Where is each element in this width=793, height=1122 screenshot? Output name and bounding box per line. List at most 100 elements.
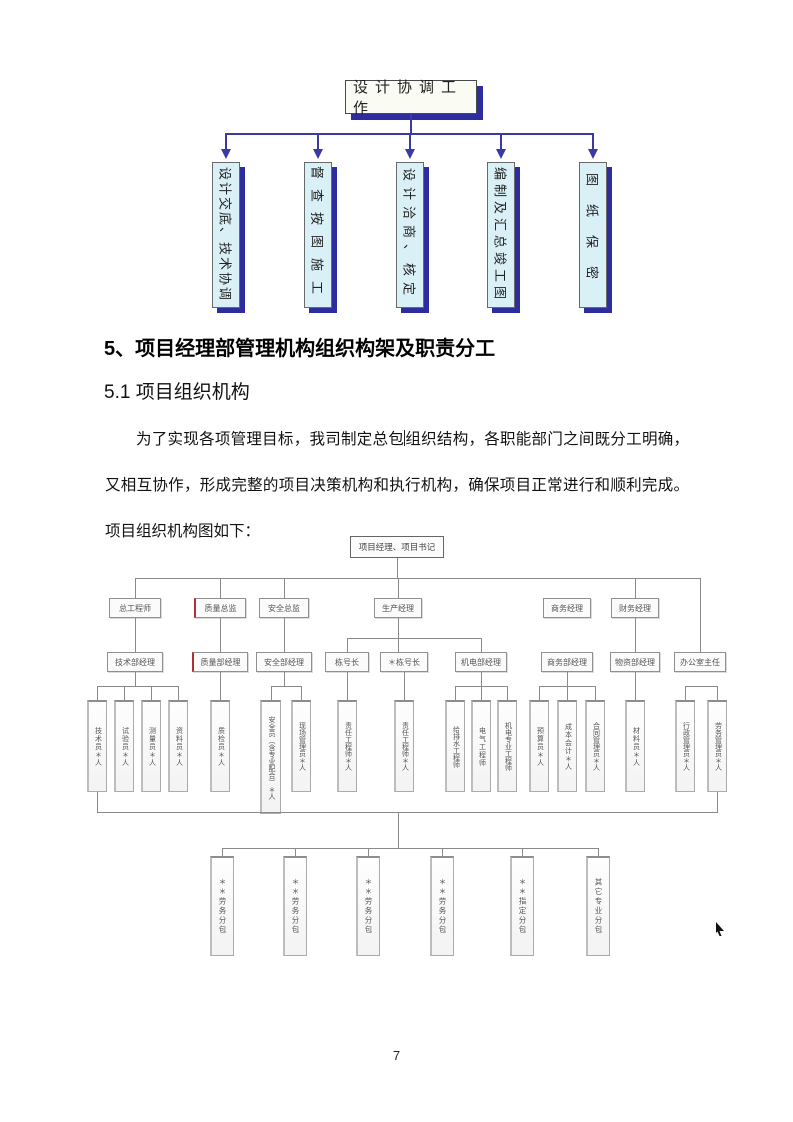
- org-node: 机电部经理: [455, 652, 507, 672]
- org-staff-label: 劳务管理员＊人: [714, 722, 722, 771]
- org-staff-box: 安全员（含专业配合）＊人: [260, 700, 281, 814]
- connector: [410, 114, 412, 134]
- org-node: 质量总监: [194, 598, 246, 618]
- flow-branch-box: 设计交底、技术协调: [212, 162, 240, 308]
- cursor-mark-icon: [716, 922, 724, 936]
- connector: [135, 578, 700, 579]
- connector: [124, 686, 125, 700]
- connector: [301, 686, 302, 700]
- connector: [317, 133, 319, 150]
- flow-branch-label: 图纸保密: [583, 172, 599, 297]
- section-heading: 5、项目经理部管理机构组织构架及职责分工: [104, 338, 496, 360]
- connector: [135, 672, 136, 686]
- org-subcontract-label: ＊＊指定分包: [518, 878, 527, 935]
- org-staff-box: 预算员＊人: [529, 700, 549, 792]
- connector: [222, 848, 599, 849]
- connector: [151, 686, 152, 700]
- connector: [284, 578, 285, 598]
- org-staff-box: 劳务管理员＊人: [707, 700, 727, 792]
- connector: [442, 848, 443, 856]
- connector: [481, 638, 482, 652]
- org-node: 安全总监: [259, 598, 309, 618]
- org-node: 生产经理: [374, 598, 422, 618]
- connector: [398, 578, 399, 598]
- connector: [97, 686, 178, 687]
- org-staff-box: 资料员＊人: [168, 700, 188, 792]
- org-staff-box: 责任工程师＊人: [337, 700, 357, 792]
- org-node: 安全部经理: [256, 652, 312, 672]
- org-staff-label: 材料员＊人: [632, 726, 640, 767]
- org-root-box: 项目经理、项目书记: [350, 536, 444, 558]
- org-staff-label: 测量员＊人: [148, 726, 156, 767]
- connector: [220, 618, 221, 652]
- connector: [717, 792, 718, 812]
- flow-branch-label: 设计交底、技术协调: [216, 167, 232, 303]
- org-staff-box: 给排水工程师: [445, 700, 465, 792]
- connector: [178, 686, 179, 700]
- org-node: 技术部经理: [107, 652, 163, 672]
- connector: [222, 848, 223, 856]
- org-staff-box: 质检员＊人: [210, 700, 230, 792]
- connector: [347, 672, 348, 700]
- connector: [225, 133, 227, 150]
- org-node: 财务经理: [611, 598, 659, 618]
- connector: [398, 638, 399, 652]
- connector: [398, 618, 399, 638]
- org-subcontract-box: ＊＊劳务分包: [283, 856, 307, 956]
- connector: [539, 686, 540, 700]
- org-staff-box: 成本会计＊人: [557, 700, 577, 792]
- org-staff-label: 安全员（含专业配合）＊人: [268, 715, 275, 800]
- connector: [455, 686, 456, 700]
- connector: [97, 812, 718, 813]
- connector: [97, 792, 98, 812]
- body-paragraph: 为了实现各项管理目标，我司制定总包组织结构，各职能部门之间既分工明确，又相互协作…: [105, 416, 689, 554]
- page-number: 7: [392, 1048, 401, 1063]
- connector: [404, 672, 405, 700]
- org-staff-label: 资料员＊人: [175, 726, 183, 767]
- flow-branch-box: 图纸保密: [579, 162, 607, 308]
- connector: [97, 686, 98, 700]
- org-staff-label: 机电专业工程师: [504, 722, 512, 771]
- org-staff-label: 技术员＊人: [94, 726, 102, 767]
- connector: [717, 686, 718, 700]
- connector: [598, 848, 599, 856]
- org-subcontract-label: ＊＊劳务分包: [364, 878, 373, 935]
- org-node: 商务部经理: [541, 652, 593, 672]
- connector: [271, 686, 302, 687]
- org-subcontract-label: ＊＊劳务分包: [438, 878, 447, 935]
- org-staff-label: 电气工程师: [478, 726, 486, 767]
- arrow-down-icon: [496, 149, 506, 159]
- connector: [220, 578, 221, 598]
- connector: [295, 848, 296, 856]
- org-node: 总工程师: [109, 598, 161, 618]
- org-staff-box: 电气工程师: [471, 700, 491, 792]
- org-staff-box: 行政管理员＊人: [675, 700, 695, 792]
- connector: [685, 686, 686, 700]
- connector: [567, 672, 568, 686]
- flow-branch-box: 编制及汇总竣工图: [487, 162, 515, 308]
- connector: [567, 686, 568, 700]
- org-subcontract-box: ＊＊劳务分包: [210, 856, 234, 956]
- flow-branch-label: 编制及汇总竣工图: [491, 166, 507, 303]
- org-staff-box: 合同管理员＊人: [585, 700, 605, 792]
- connector: [592, 133, 594, 150]
- org-staff-box: 测量员＊人: [141, 700, 161, 792]
- connector: [347, 638, 481, 639]
- connector: [368, 848, 369, 856]
- org-staff-label: 给排水工程师: [452, 725, 460, 768]
- text-caret: [404, 430, 406, 446]
- arrow-down-icon: [313, 149, 323, 159]
- connector: [397, 558, 398, 578]
- connector: [271, 686, 272, 700]
- connector: [135, 578, 136, 598]
- connector: [685, 686, 718, 687]
- org-staff-label: 现场管理员＊人: [298, 722, 306, 771]
- connector: [284, 672, 285, 686]
- flow-branch-label: 督查按图施工: [308, 165, 324, 304]
- org-subcontract-label: ＊＊劳务分包: [291, 878, 300, 935]
- connector: [635, 578, 636, 598]
- connector: [284, 618, 285, 652]
- org-subcontract-box: ＊＊指定分包: [510, 856, 534, 956]
- arrow-down-icon: [405, 149, 415, 159]
